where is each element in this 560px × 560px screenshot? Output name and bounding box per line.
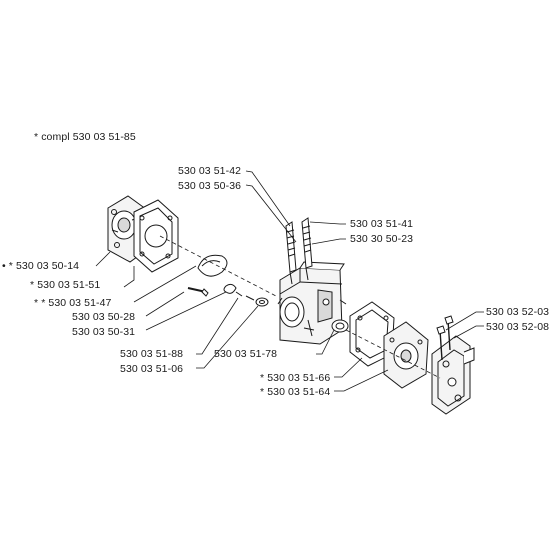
small-screw-part bbox=[187, 287, 209, 297]
cover-screws-part bbox=[436, 315, 454, 361]
part-label-530-03-51-66: * 530 03 51-66 bbox=[260, 372, 331, 384]
part-label-530-03-51-06: 530 03 51-06 bbox=[120, 363, 184, 375]
leader-lines bbox=[95, 170, 484, 392]
part-label-530-03-51-78: 530 03 51-78 bbox=[214, 348, 278, 360]
shaft-washer-part bbox=[245, 295, 269, 307]
part-label-530-03-51-47: * * 530 03 51-47 bbox=[34, 297, 112, 309]
metering-diaphragm-part bbox=[383, 321, 429, 389]
part-label-530-03-52-08: 530 03 52-08 bbox=[486, 321, 550, 333]
part-label-530-03-50-36: 530 03 50-36 bbox=[178, 180, 242, 192]
part-label-530-03-51-88: 530 03 51-88 bbox=[120, 348, 184, 360]
throttle-spring-part bbox=[223, 283, 243, 297]
part-label-530-30-50-23: 530 30 50-23 bbox=[350, 233, 414, 245]
part-label-530-03-50-14: • * 530 03 50-14 bbox=[2, 260, 80, 272]
bushing-part bbox=[331, 319, 349, 333]
carburetor-body-part bbox=[277, 261, 347, 345]
carburetor-cover-part bbox=[431, 335, 475, 415]
part-label-530-03-51-41: 530 03 51-41 bbox=[350, 218, 414, 230]
pump-gasket-part bbox=[133, 199, 179, 273]
adjusting-needles-part bbox=[285, 217, 313, 285]
throttle-plate-part bbox=[197, 254, 228, 277]
part-label-530-03-50-31: 530 03 50-31 bbox=[72, 326, 136, 338]
assembly-note: * compl 530 03 51-85 bbox=[34, 131, 136, 143]
part-label-530-03-50-28: 530 03 50-28 bbox=[72, 311, 136, 323]
part-label-530-03-51-64: * 530 03 51-64 bbox=[260, 386, 331, 398]
part-label-530-03-52-03: 530 03 52-03 bbox=[486, 306, 550, 318]
part-label-530-03-51-42: 530 03 51-42 bbox=[178, 165, 242, 177]
part-label-530-03-51-51: * 530 03 51-51 bbox=[30, 279, 101, 291]
